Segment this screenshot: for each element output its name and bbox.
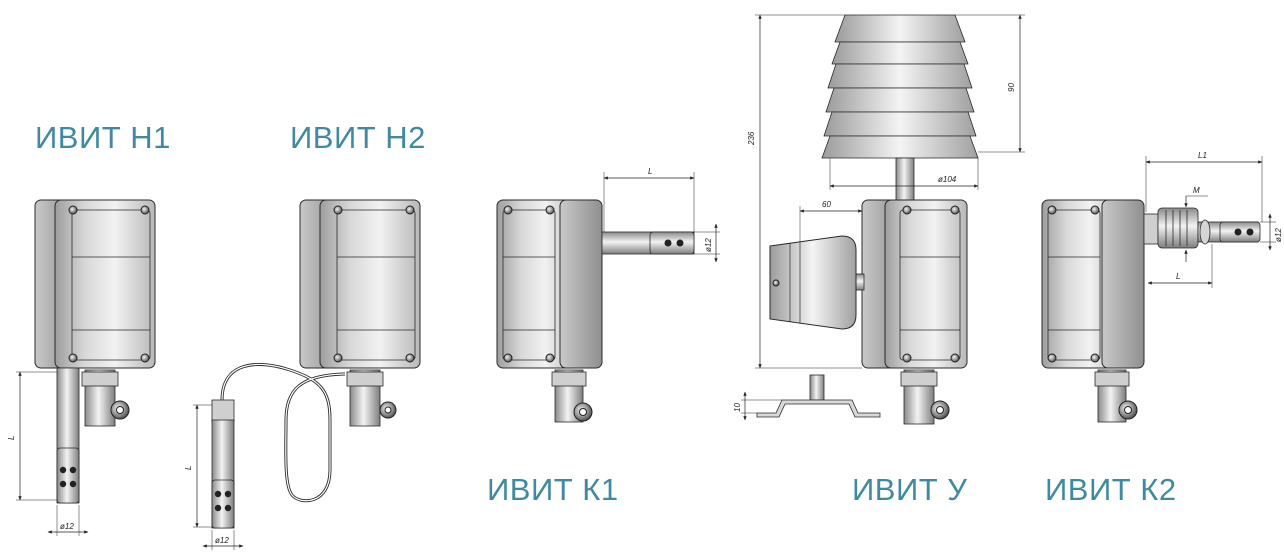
probe-filter [211, 479, 235, 529]
screw-icon [503, 353, 513, 363]
radiation-shield [821, 14, 979, 159]
model-title-h1: ИВИТ Н1 [35, 120, 171, 155]
screw-icon [950, 353, 960, 363]
probe-cable [220, 363, 346, 503]
dim-length-label: L [184, 466, 193, 470]
dim-length-label: L [648, 167, 652, 176]
connector-center [384, 406, 392, 414]
screw-icon [140, 205, 150, 215]
screw-icon [1090, 205, 1100, 215]
bracket-post [809, 374, 825, 401]
model-title-u: ИВИТ У [852, 472, 968, 507]
connector-center [1124, 406, 1132, 414]
screw-icon [545, 353, 555, 363]
thread-lines [1165, 210, 1188, 246]
enclosure-lid [319, 199, 421, 369]
enclosure-back [559, 199, 603, 369]
dim-shield-diameter-label: ø104 [938, 175, 957, 184]
probe-collar [1199, 219, 1211, 245]
probe-holes [1234, 228, 1254, 236]
dim-total-length-label: L1 [1198, 151, 1207, 160]
screw-icon [902, 205, 912, 215]
screw-icon [405, 205, 415, 215]
screw-icon [503, 205, 513, 215]
dim-length-label: L [7, 436, 16, 440]
screw-icon [1047, 353, 1057, 363]
gland-nut [346, 371, 384, 387]
gland-nut [551, 371, 587, 387]
screw-icon [902, 353, 912, 363]
screw-icon [405, 353, 415, 363]
lid-panel [71, 209, 151, 361]
connector-center [579, 408, 587, 416]
fitting-hex [1143, 213, 1159, 245]
screw-icon [772, 279, 780, 287]
device-k1: L ø12 [496, 167, 720, 423]
model-title-k2: ИВИТ К2 [1045, 472, 1177, 507]
device-h2: L ø12 [184, 199, 421, 550]
enclosure-back [1101, 199, 1145, 369]
lid-panel [502, 209, 556, 361]
enclosure-lid [884, 199, 968, 369]
screw-icon [950, 205, 960, 215]
probe-holes [214, 490, 232, 512]
connector-center [936, 406, 944, 414]
screw-icon [1047, 205, 1057, 215]
dim-insertion-label: L [1176, 272, 1180, 281]
screw-icon [68, 353, 78, 363]
gland-nut [81, 371, 119, 387]
mounting-bracket [756, 399, 881, 418]
gland-nut [1094, 371, 1130, 387]
screw-icon [333, 205, 343, 215]
dim-diameter-label: ø12 [60, 522, 74, 531]
probe-filter [649, 231, 695, 255]
dim-diameter-label: ø12 [1274, 228, 1283, 242]
dim-offset-label: 60 [822, 200, 831, 209]
model-title-h2: ИВИТ Н2 [290, 120, 426, 155]
lid-panel [336, 209, 416, 361]
screw-icon [333, 353, 343, 363]
probe-filter [56, 447, 80, 504]
probe-cable-inner [221, 363, 346, 502]
probe-gland [211, 399, 235, 423]
probe-holes [664, 239, 684, 247]
connector-center [116, 406, 124, 414]
device-u: 236 90 ø104 60 10 [733, 14, 1025, 425]
device-h1: L ø12 [7, 199, 156, 536]
model-title-k1: ИВИТ К1 [487, 472, 619, 507]
shield-mast [895, 157, 915, 201]
dim-shield-height-label: 90 [1007, 83, 1016, 92]
screw-icon [1090, 353, 1100, 363]
screw-icon [545, 205, 555, 215]
fitting-thread [1157, 207, 1199, 249]
dim-diameter-label: ø12 [704, 238, 713, 252]
lid-panel [1047, 209, 1101, 361]
screw-icon [68, 205, 78, 215]
dim-diameter-label: ø12 [215, 536, 229, 545]
dim-thread-label: M [1193, 186, 1200, 195]
dim-height-label: 236 [747, 131, 756, 146]
dim-bracket-label: 10 [733, 403, 742, 412]
probe-holes [59, 466, 77, 488]
enclosure-lid [54, 199, 156, 369]
device-k2: L1 M L ø12 [1041, 151, 1283, 423]
gland-nut [900, 371, 938, 387]
mount-clamp [769, 235, 857, 330]
screw-icon [140, 353, 150, 363]
lid-panel [899, 209, 961, 361]
